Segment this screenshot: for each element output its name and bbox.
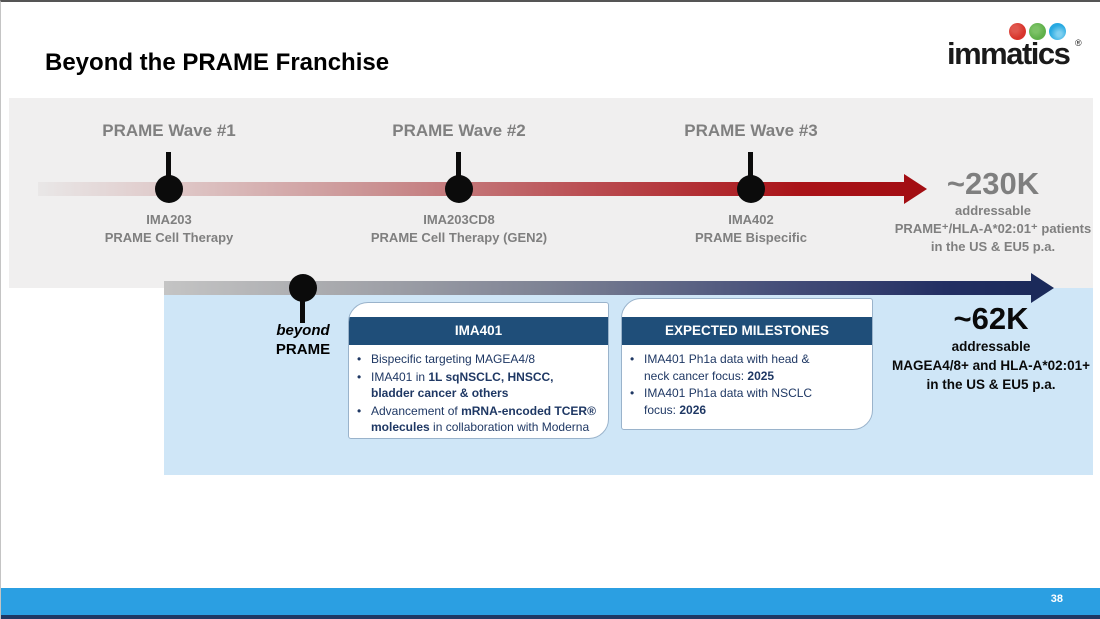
wave1-marker-dot: [155, 175, 183, 203]
beyond-market-value: ~62K: [953, 301, 1029, 336]
bullet-text: Advancement of mRNA-encoded TCER® molecu…: [371, 403, 596, 435]
ima401-box: IMA401 • Bispecific targeting MAGEA4/8 •…: [348, 302, 609, 439]
wave3-label: PRAME Wave #3: [684, 121, 818, 140]
wave1-program: IMA203 PRAME Cell Therapy: [105, 211, 234, 247]
beyond-market-line1: addressable: [951, 339, 1031, 354]
bullet-icon: •: [357, 369, 362, 384]
list-item: • IMA401 Ph1a data with NSCLC focus: 202…: [630, 385, 864, 418]
ima401-bullet-list: • Bispecific targeting MAGEA4/8 • IMA401…: [349, 345, 608, 438]
wave2-program: IMA203CD8 PRAME Cell Therapy (GEN2): [371, 211, 547, 247]
beyond-market-line2: MAGEA4/8+ and HLA-A*02:01+: [891, 358, 1091, 373]
prame-market-line1: addressable: [955, 203, 1031, 218]
bullet-icon: •: [630, 352, 635, 366]
wave3-marker-stem: [748, 152, 753, 192]
beyond-timeline-arrow: [164, 281, 1031, 295]
beyond-marker-dot: [289, 274, 317, 302]
beyond-label-line1: beyond: [276, 322, 330, 339]
beyond-market-size: ~62K addressable MAGEA4/8+ and HLA-A*02:…: [892, 301, 1090, 394]
logo-dots: [1009, 23, 1066, 40]
beyond-marker-stem: [300, 299, 305, 323]
page-number: 38: [1050, 593, 1063, 605]
logo-wordmark: immatics: [947, 36, 1071, 71]
wave1-program-description: PRAME Cell Therapy: [104, 230, 234, 245]
beyond-prame-label: beyond PRAME: [276, 321, 330, 359]
bullet-text: IMA401 Ph1a data with NSCLC focus: 2026: [644, 386, 813, 417]
wave3-program-name: IMA402: [728, 212, 774, 227]
wave2-program-description: PRAME Cell Therapy (GEN2): [370, 230, 548, 245]
prame-timeline-arrowhead-icon: [904, 174, 927, 204]
bullet-icon: •: [357, 352, 362, 366]
list-item: • IMA401 in 1L sqNSCLC, HNSCC, bladder c…: [357, 369, 600, 402]
wave1-marker-stem: [166, 152, 171, 192]
ima401-box-header: IMA401: [349, 317, 608, 345]
footer-bar: [1, 588, 1100, 615]
expected-milestones-box: EXPECTED MILESTONES • IMA401 Ph1a data w…: [621, 298, 873, 430]
wave3-program: IMA402 PRAME Bispecific: [695, 211, 807, 247]
wave2-marker-dot: [445, 175, 473, 203]
wave2-label: PRAME Wave #2: [392, 121, 526, 140]
bullet-icon: •: [357, 403, 362, 418]
wave1-program-name: IMA203: [146, 212, 192, 227]
list-item: • Bispecific targeting MAGEA4/8: [357, 351, 600, 368]
list-item: • IMA401 Ph1a data with head & neck canc…: [630, 351, 864, 384]
page-title: Beyond the PRAME Franchise: [45, 49, 390, 76]
registered-mark: ®: [1075, 38, 1082, 48]
wave3-marker-dot: [737, 175, 765, 203]
prame-market-value: ~230K: [946, 166, 1040, 201]
logo-red-dot-icon: [1009, 23, 1026, 40]
prame-market-line3: in the US & EU5 p.a.: [930, 239, 1056, 254]
bullet-text: IMA401 Ph1a data with head & neck cancer…: [644, 352, 810, 383]
footer-strip: [1, 615, 1100, 619]
beyond-label-line2: PRAME: [275, 341, 331, 358]
immatics-logo: immatics ®: [947, 14, 1097, 78]
wave3-program-description: PRAME Bispecific: [695, 230, 807, 245]
wave2-program-name: IMA203CD8: [423, 212, 495, 227]
logo-green-dot-icon: [1029, 23, 1046, 40]
list-item: • Advancement of mRNA-encoded TCER® mole…: [357, 403, 600, 436]
milestones-bullet-list: • IMA401 Ph1a data with head & neck canc…: [622, 345, 872, 423]
bullet-text: Bispecific targeting MAGEA4/8: [371, 352, 536, 366]
logo-blue-dot-icon: [1049, 23, 1066, 40]
wave1-label: PRAME Wave #1: [102, 121, 236, 140]
milestones-box-header: EXPECTED MILESTONES: [622, 317, 872, 345]
beyond-market-line3: in the US & EU5 p.a.: [926, 377, 1056, 392]
prame-market-line2: PRAME⁺/HLA-A*02:01⁺ patients: [894, 221, 1092, 236]
wave2-marker-stem: [456, 152, 461, 192]
bullet-icon: •: [630, 386, 635, 400]
beyond-timeline-arrowhead-icon: [1031, 273, 1054, 303]
prame-market-size: ~230K addressable PRAME⁺/HLA-A*02:01⁺ pa…: [895, 166, 1091, 256]
bullet-text: IMA401 in 1L sqNSCLC, HNSCC, bladder can…: [371, 369, 554, 401]
